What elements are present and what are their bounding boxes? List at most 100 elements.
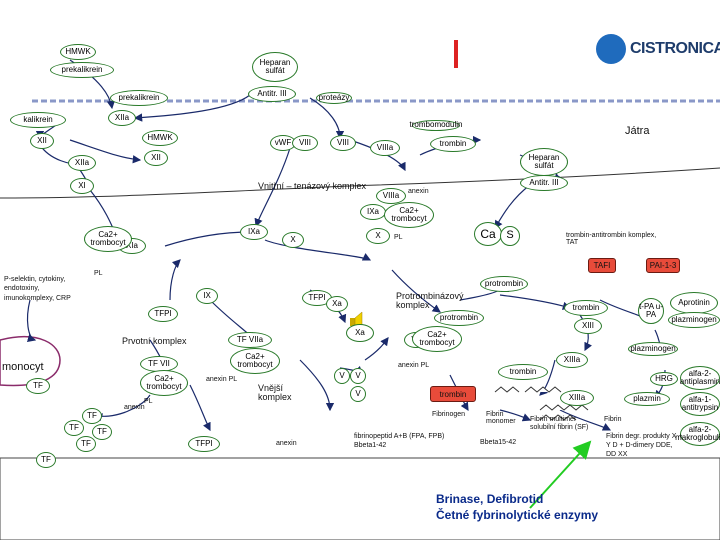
node-xii: XII	[30, 133, 54, 149]
node-ca-big: Ca	[474, 222, 502, 246]
label-fibrin-multimer: Fibrin multimer solubilní fibrin (SF)	[530, 416, 589, 431]
node-ca-trombocyt-2: Ca2+ trombocyt	[412, 326, 462, 352]
node-xiia-top: XIIa	[108, 110, 136, 126]
label-anexin-bottom: anexin	[276, 440, 297, 447]
node-tf-3: TF	[92, 424, 112, 440]
label-anexin-low: anexin	[124, 404, 145, 411]
label-anexin-top: anexin	[408, 188, 429, 195]
bottom-text-line1: Brinase, Defibrotid	[436, 492, 544, 506]
node-hrg: HRG	[650, 372, 678, 386]
node-prekalikrein-top: prekalikrein	[50, 62, 114, 78]
node-v2: V	[350, 368, 366, 384]
cistronica-logo: CISTRONICA	[596, 34, 720, 64]
node-xa-mid: Xa	[326, 296, 348, 312]
node-ix: IX	[196, 288, 218, 304]
node-xiii: XIII	[574, 318, 602, 334]
node-tf-viia: TF VIIa	[228, 332, 272, 348]
node-x-left: X	[282, 232, 304, 248]
node-tf-monocyt: TF	[26, 378, 50, 394]
box-pai: PAI-1-3	[646, 258, 680, 273]
node-xa-low: Xa	[346, 324, 374, 342]
bottom-panel	[0, 457, 720, 540]
node-s-big: S	[500, 226, 520, 246]
node-trombin-right: trombin	[564, 300, 608, 316]
node-v3: V	[350, 386, 366, 402]
label-bbeta: Bbeta15-42	[480, 439, 517, 446]
node-trombin-top: trombin	[430, 136, 476, 152]
logo-red-bar	[454, 40, 458, 68]
node-plazminogen-right: plazminogen	[668, 312, 720, 328]
label-monocyt: monocyt	[2, 361, 44, 373]
node-proteazy: proteázy	[316, 92, 352, 104]
label-anexin-pl-2: anexin PL	[398, 362, 430, 369]
node-kalikrein: kalikrein	[10, 112, 66, 128]
label-anexin-pl: anexin PL	[206, 376, 238, 383]
label-fibrin: Fibrin	[604, 416, 622, 423]
label-trombin-antitrombin: trombin-antitrombin komplex, TAT	[566, 232, 657, 246]
node-vwf: vWF	[270, 135, 296, 151]
node-trombomodulin: trombomodulin	[409, 120, 463, 131]
node-ca-trombocyt-4: Ca2+ trombocyt	[140, 370, 188, 396]
node-alfa2-makroglobulin: alfa-2-makroglobulin	[675, 422, 720, 446]
node-protrombin-top: protrombin	[480, 276, 528, 292]
node-alfa2-antiplasmin: alfa-2-antiplasmin	[680, 366, 720, 390]
node-trombin-low: trombin	[498, 364, 548, 380]
label-pl-mid: PL	[394, 234, 403, 241]
label-jatra: Játra	[625, 125, 650, 137]
node-ixa-left: IXa	[240, 224, 268, 240]
label-pselektin: P-selektin, cytokiny, endotoxiny, imunok…	[4, 276, 71, 302]
node-heparan-top: Heparan sulfát	[252, 52, 298, 82]
node-ixa-mid: IXa	[360, 204, 386, 220]
logo-text: CISTRONICA	[630, 40, 720, 57]
node-tfpi-bottom: TFPI	[188, 436, 220, 452]
node-antitr-top: Antitr. III	[248, 86, 296, 102]
node-viiia-mid: VIIIa	[376, 188, 406, 204]
node-xiia-left: XIIa	[68, 155, 96, 171]
green-arrow	[529, 440, 592, 509]
node-ca-trombocyt-3: Ca2+ trombocyt	[230, 348, 280, 374]
node-heparan-right: Heparan sulfát	[520, 148, 568, 176]
tissue-boundary	[0, 167, 720, 199]
node-hmwk-mid: HMWK	[142, 130, 178, 146]
label-protrombinazovy: Protrombinázový komplex	[396, 291, 464, 310]
node-xii-mid: XII	[144, 150, 168, 166]
node-v1: V	[334, 368, 350, 384]
label-degradation: Fibrin degr. produkty X + Y D + D-dimery…	[606, 433, 683, 459]
bottom-text-line2: Četné fybrinolytické enzymy	[436, 508, 599, 522]
node-alfa1-antitrypsin: alfa-1-antitrypsin	[680, 392, 720, 416]
node-prekalikrein-mid: prekalikrein	[110, 90, 168, 106]
node-tf-4: TF	[76, 436, 96, 452]
node-xiiia-2: XIIIa	[560, 390, 594, 406]
node-plazmin: plazmin	[624, 392, 670, 406]
node-protrombin-mid: protrombin	[434, 310, 484, 326]
node-tfpi-left: TFPI	[148, 306, 178, 322]
label-vnejsi: Vnější komplex	[258, 383, 292, 402]
node-xi: XI	[70, 178, 94, 194]
node-xiiia: XIIIa	[556, 352, 588, 368]
box-trombin-red: trombin	[430, 386, 476, 402]
label-fibrin-monomer: Fibrin monomer	[486, 411, 516, 425]
logo-circle-icon	[596, 34, 626, 64]
node-plazminogen-low: plazminogen	[628, 342, 678, 356]
label-pl-low: PL	[144, 398, 153, 405]
node-tf-5: TF	[36, 452, 56, 468]
node-antitr-right: Antitr. III	[520, 175, 568, 191]
node-tpa: t-PA u-PA	[638, 298, 664, 324]
node-x-mid: X	[366, 228, 390, 244]
label-prvotni: Prvotní komplex	[122, 336, 187, 346]
label-fibrinogen: Fibrinogen	[432, 411, 466, 418]
label-vnitrni: Vnitřní – tenázový komplex	[258, 181, 367, 191]
node-ca-trombocyt-left: Ca2+ trombocyt	[84, 226, 132, 252]
node-tf-1: TF	[82, 408, 102, 424]
fibrin-chain-glyphs	[494, 386, 589, 421]
node-aprotinin: Aprotinin	[670, 292, 718, 314]
node-tf-2: TF	[64, 420, 84, 436]
node-viii-b: VIII	[330, 135, 356, 151]
node-viiia-top: VIIIa	[370, 140, 400, 156]
node-hmwk-top: HMWK	[60, 44, 96, 60]
node-ca-trombocyt-1: Ca2+ trombocyt	[384, 202, 434, 228]
label-pl-left: PL	[94, 270, 103, 277]
node-viii: VIII	[292, 135, 318, 151]
box-tafi: TAFI	[588, 258, 616, 273]
